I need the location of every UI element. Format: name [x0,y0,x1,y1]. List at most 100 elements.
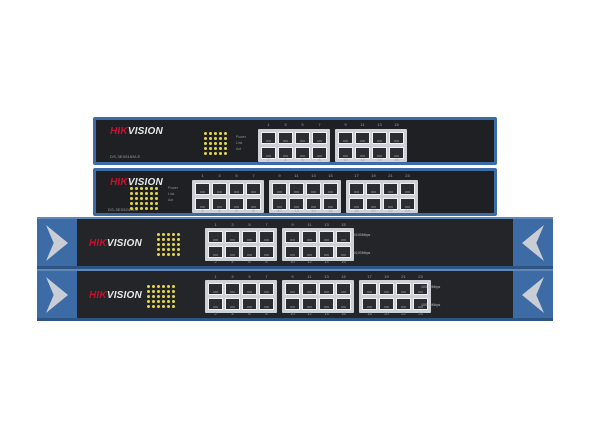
status-led [157,238,160,241]
port-number: 9 [291,222,294,227]
status-led [214,132,217,135]
port-number: 21 [401,274,406,279]
port-number: 1 [214,222,217,227]
status-led [172,300,175,303]
speed-label-top: 10/100Mbps [421,285,441,289]
status-led [152,295,155,298]
port-number: 5 [235,173,238,178]
rj45-port [225,231,240,243]
status-led [209,147,212,150]
rj45-port [362,283,377,295]
port-number: 12 [307,259,312,264]
status-led [167,300,170,303]
hikvision-logo: HIKVISION [89,238,142,249]
led-indicator-grid [204,132,227,155]
rj45-port [212,198,227,210]
status-led [157,243,160,246]
legend-item: Power [168,186,178,190]
rj45-port [242,231,257,243]
port-group [282,280,354,313]
port-number: 17 [367,274,372,279]
port-number: 5 [301,122,304,127]
side-panel-left [37,219,77,266]
status-led [157,290,160,293]
chevron-left-icon [46,277,68,313]
rj45-port [336,283,351,295]
hikvision-logo: HIKVISION [110,126,163,137]
rj45-port [319,231,334,243]
port-number: 20 [384,311,389,316]
port-number: 19 [384,274,389,279]
status-led [147,305,150,308]
speed-label-bottom: 10/100Mbps [351,251,371,255]
port-number: 22 [401,311,406,316]
rj45-port [285,283,300,295]
rj45-port [372,147,387,159]
status-led [147,285,150,288]
rj45-port [362,298,377,310]
status-led [162,305,165,308]
status-led [224,147,227,150]
port-group [205,280,277,313]
port-number: 7 [318,122,321,127]
port-number: 2 [214,259,217,264]
port-number: 5 [248,222,251,227]
port-bank [258,129,407,162]
port-number: 15 [341,274,346,279]
chevron-left-icon [46,225,68,261]
port-number: 8 [265,311,268,316]
rj45-port [246,183,261,195]
port-number: 14 [324,259,329,264]
status-led [147,300,150,303]
port-number: 7 [265,222,268,227]
port-number: 13 [324,222,329,227]
status-led [145,192,148,195]
port-number: 3 [231,274,234,279]
port-number: 14 [311,208,316,213]
port-group [269,180,341,213]
status-led [224,137,227,140]
port-group [258,129,330,162]
status-led [167,248,170,251]
status-led [130,197,133,200]
status-led [130,187,133,190]
status-led [157,253,160,256]
rj45-port [225,283,240,295]
rj45-port [261,132,276,144]
port-number: 13 [377,122,382,127]
port-number: 3 [284,122,287,127]
rj45-port [225,246,240,258]
side-panel-right [513,219,553,266]
port-number: 1 [267,122,270,127]
led-indicator-grid [147,285,175,308]
port-number: 16 [341,259,346,264]
status-led [150,207,153,210]
status-led [204,147,207,150]
rj45-port [312,147,327,159]
port-number: 8 [252,208,255,213]
rj45-port [242,283,257,295]
status-led [219,147,222,150]
port-number: 14 [324,311,329,316]
rj45-port [302,298,317,310]
rj45-port [278,147,293,159]
rj45-port [278,132,293,144]
status-led [157,248,160,251]
port-number: 9 [278,173,281,178]
rj45-port [208,246,223,258]
rj45-port [306,183,321,195]
rj45-port [389,132,404,144]
status-led [162,243,165,246]
rj45-port [349,183,364,195]
status-led [214,147,217,150]
